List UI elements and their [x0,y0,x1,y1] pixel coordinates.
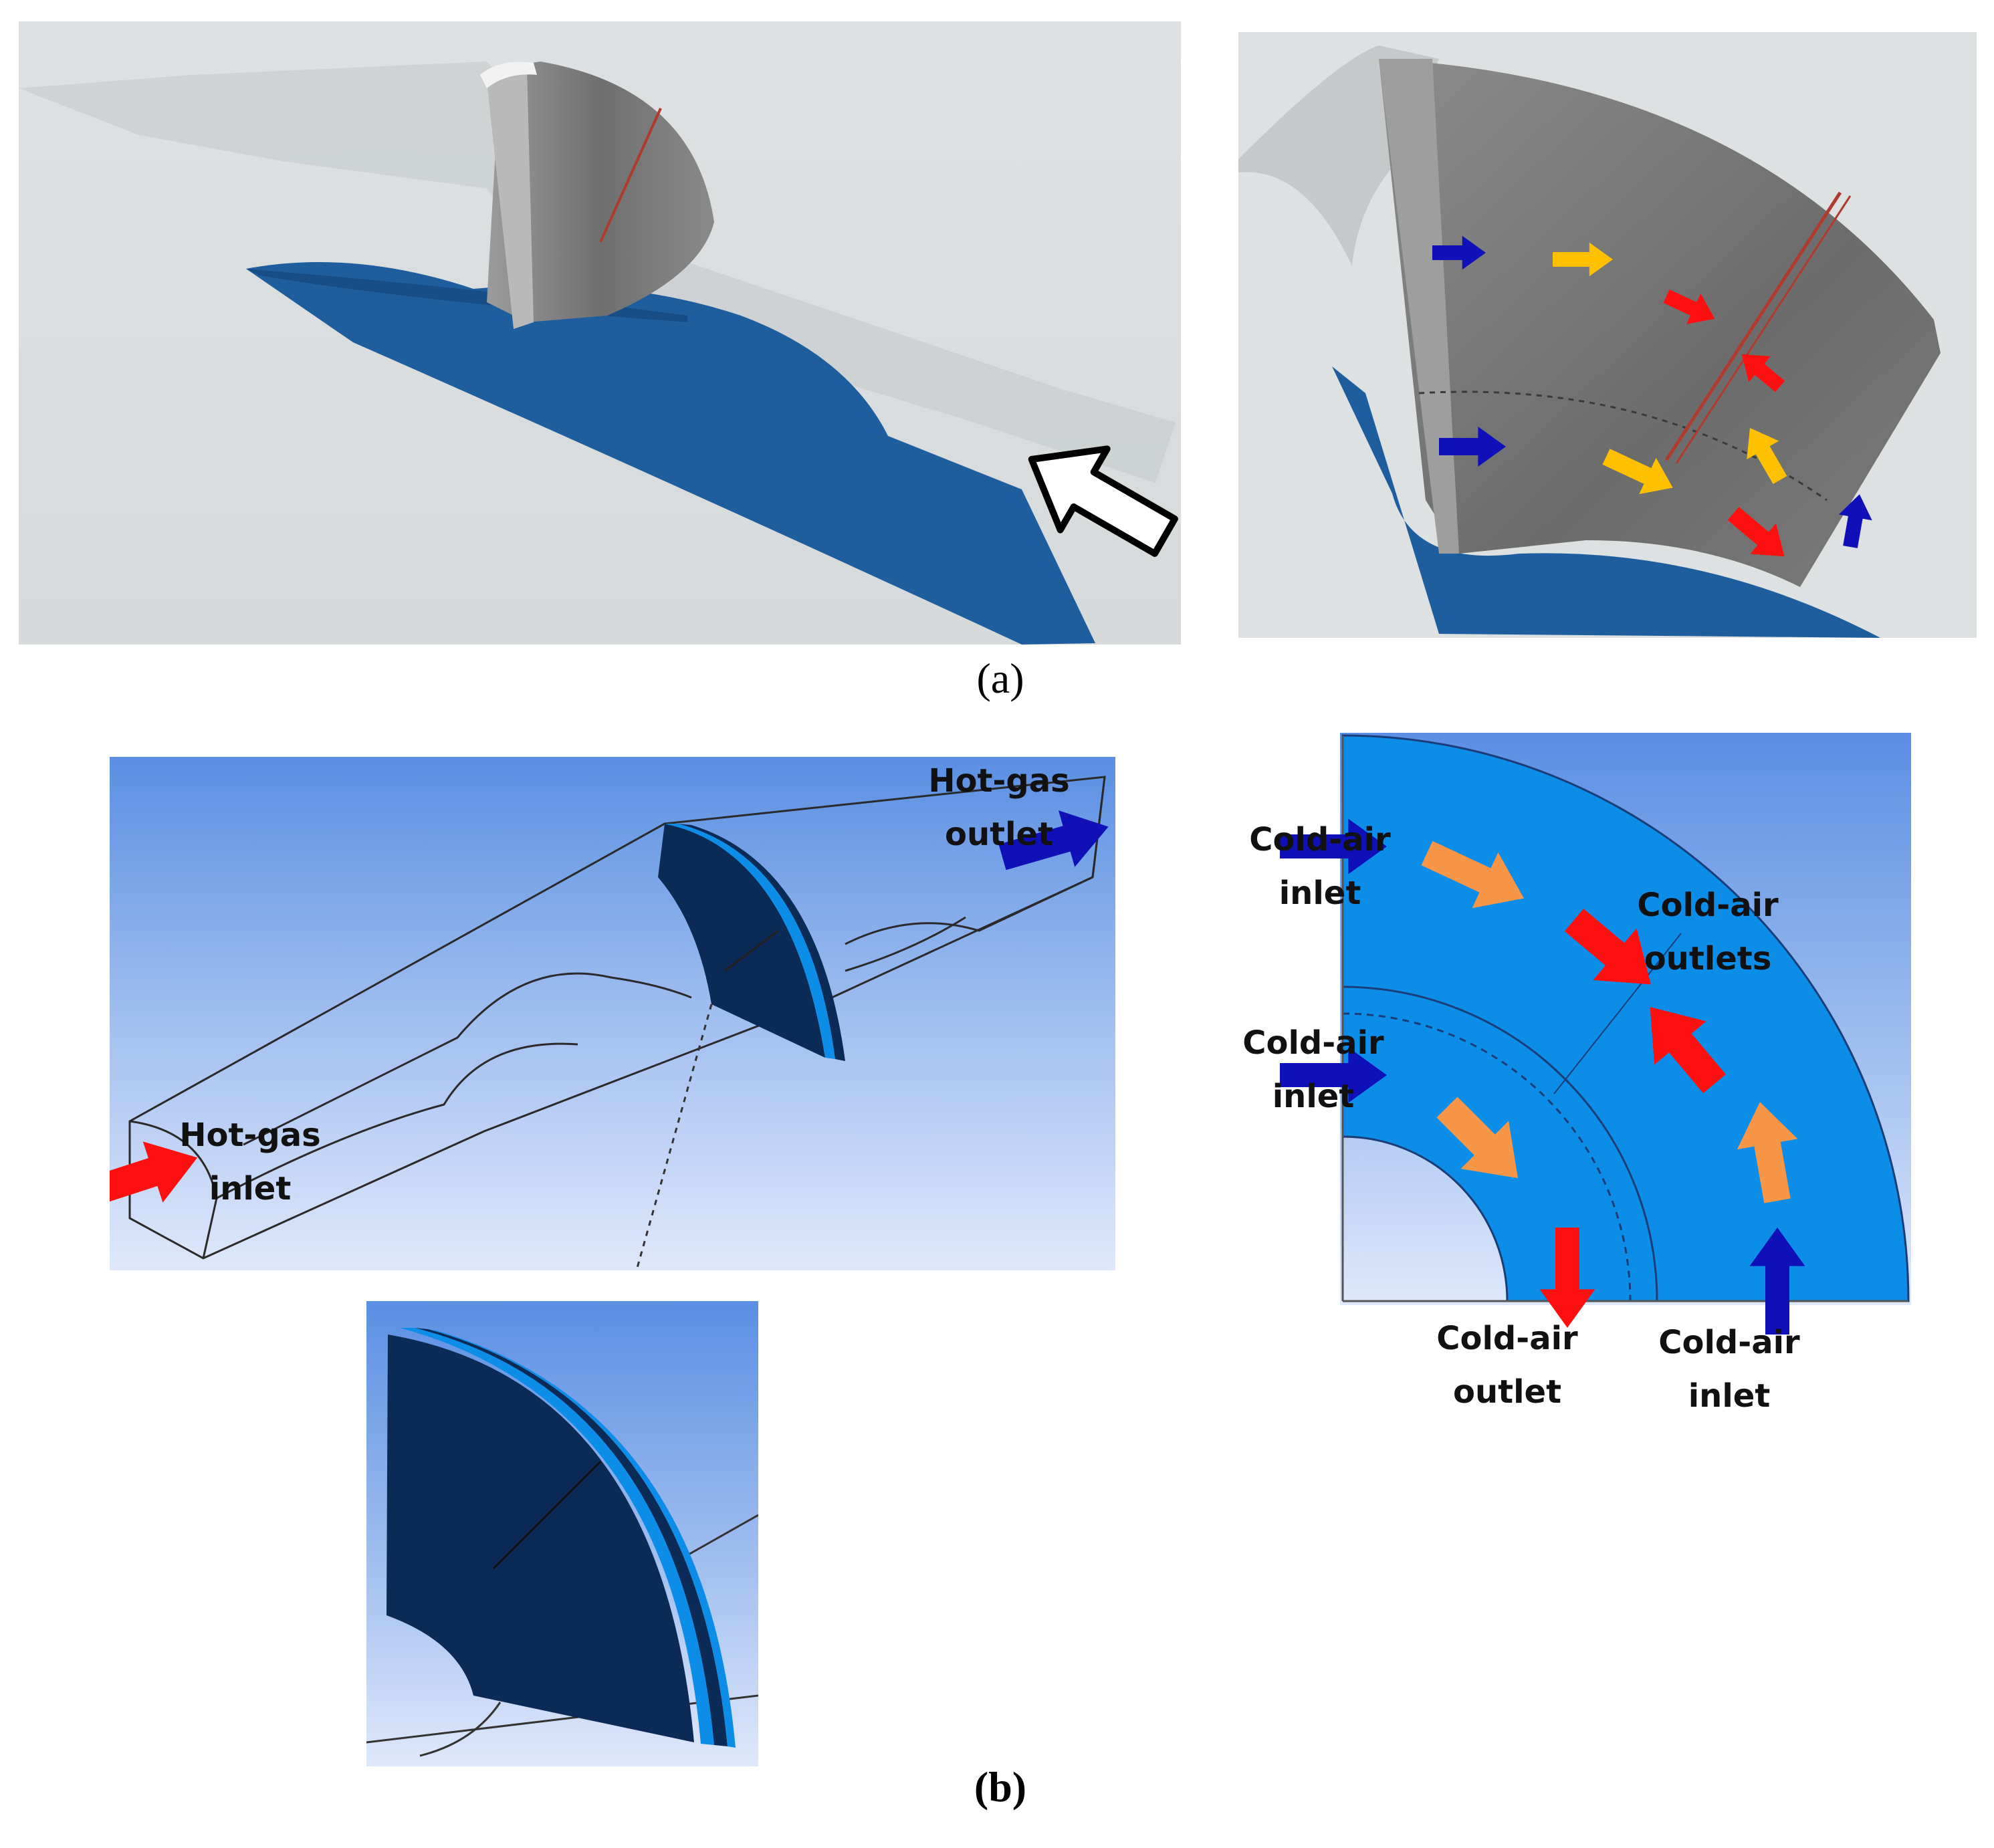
panel-b-left-domain: Hot-gas outlet Hot-gas inlet [110,757,1115,1270]
flow-direction-arrow [1028,445,1178,557]
cold-air-outlet-bottom-label: Cold-air outlet [1436,1320,1578,1411]
cold-air-inlet-arrow [1280,818,1387,875]
hot-arrow [1741,354,1785,392]
hot-gas-outlet-arrow [998,810,1109,871]
cold-arrow [1432,235,1486,270]
wheel-sector [386,1335,694,1742]
cold-arrow [1838,494,1872,548]
seal-line [599,108,662,243]
orange-arrow [1436,1096,1519,1179]
orange-arrow [1737,1102,1798,1203]
panel-a-right-render [1238,32,1977,638]
cold-air-inlet-arrow [1749,1228,1805,1335]
caption-a: (a) [976,655,1024,702]
hot-arrow [1727,507,1785,557]
cold-arrow [1439,427,1506,467]
hot-gas-inlet-label: Hot-gas inlet [179,1117,321,1207]
hot-arrow [1650,1007,1726,1094]
hot-gas-outlet-label: Hot-gas outlet [928,762,1070,853]
cold-air-outlets-label: Cold-air outlets [1637,887,1779,977]
cold-air-inlet-bottom-label: Cold-air inlet [1658,1324,1800,1415]
cold-air-inlet-arrow [1280,1047,1387,1103]
hot-arrow [1564,909,1651,985]
panel-a-left-render [19,21,1181,645]
panel-b-zoom-inset [366,1301,758,1766]
wheel-sector [1379,59,1941,587]
cold-air-outlet-arrow [1539,1228,1595,1328]
mid-arrow [1553,242,1613,277]
hot-gas-inlet-arrow [110,1141,198,1209]
cold-air-inlet-mid-label: Cold-air inlet [1242,1024,1384,1115]
floor-surface [1332,366,1880,638]
panel-b-right-sector: Cold-air inlet Cold-air inlet Cold-air o… [1220,733,1922,1441]
caption-b: (b) [933,1762,1067,1812]
caption-b-text: (b) [974,1763,1027,1811]
cold-air-inlet-top-label: Cold-air inlet [1249,821,1391,912]
wheel-sector [658,824,825,1058]
mid-arrow [1602,449,1673,495]
hot-arrow [1663,290,1715,324]
orange-arrow [1421,840,1525,909]
floor-surface [246,262,1095,645]
mid-arrow [1747,428,1787,484]
seal-line [1664,191,1842,461]
wheel-sector [487,62,714,322]
